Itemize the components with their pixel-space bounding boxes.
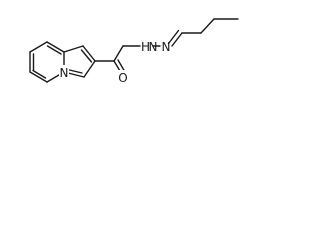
bond (29, 41, 48, 53)
bond (66, 68, 83, 74)
bond (46, 45, 62, 55)
carbonyl-oxygen-label: O (118, 71, 127, 85)
ring-nitrogen-label: N (60, 66, 69, 80)
bond (32, 69, 47, 79)
bond (29, 71, 48, 83)
bond (82, 45, 96, 62)
side-chain (94, 18, 239, 77)
bond (113, 45, 124, 62)
molecule-structure: N O H N N (29, 18, 239, 85)
bond (83, 60, 96, 78)
bond (80, 49, 93, 63)
imine-nitrogen-label: N (162, 40, 171, 54)
bond (46, 41, 65, 53)
amide-hydrogen-label: H (141, 40, 150, 54)
atom-labels: N O H N N (59, 40, 170, 85)
bond (200, 18, 215, 34)
bond (63, 45, 84, 53)
bond (171, 32, 183, 47)
bond (167, 29, 180, 45)
amide-nitrogen-label: N (149, 40, 158, 54)
